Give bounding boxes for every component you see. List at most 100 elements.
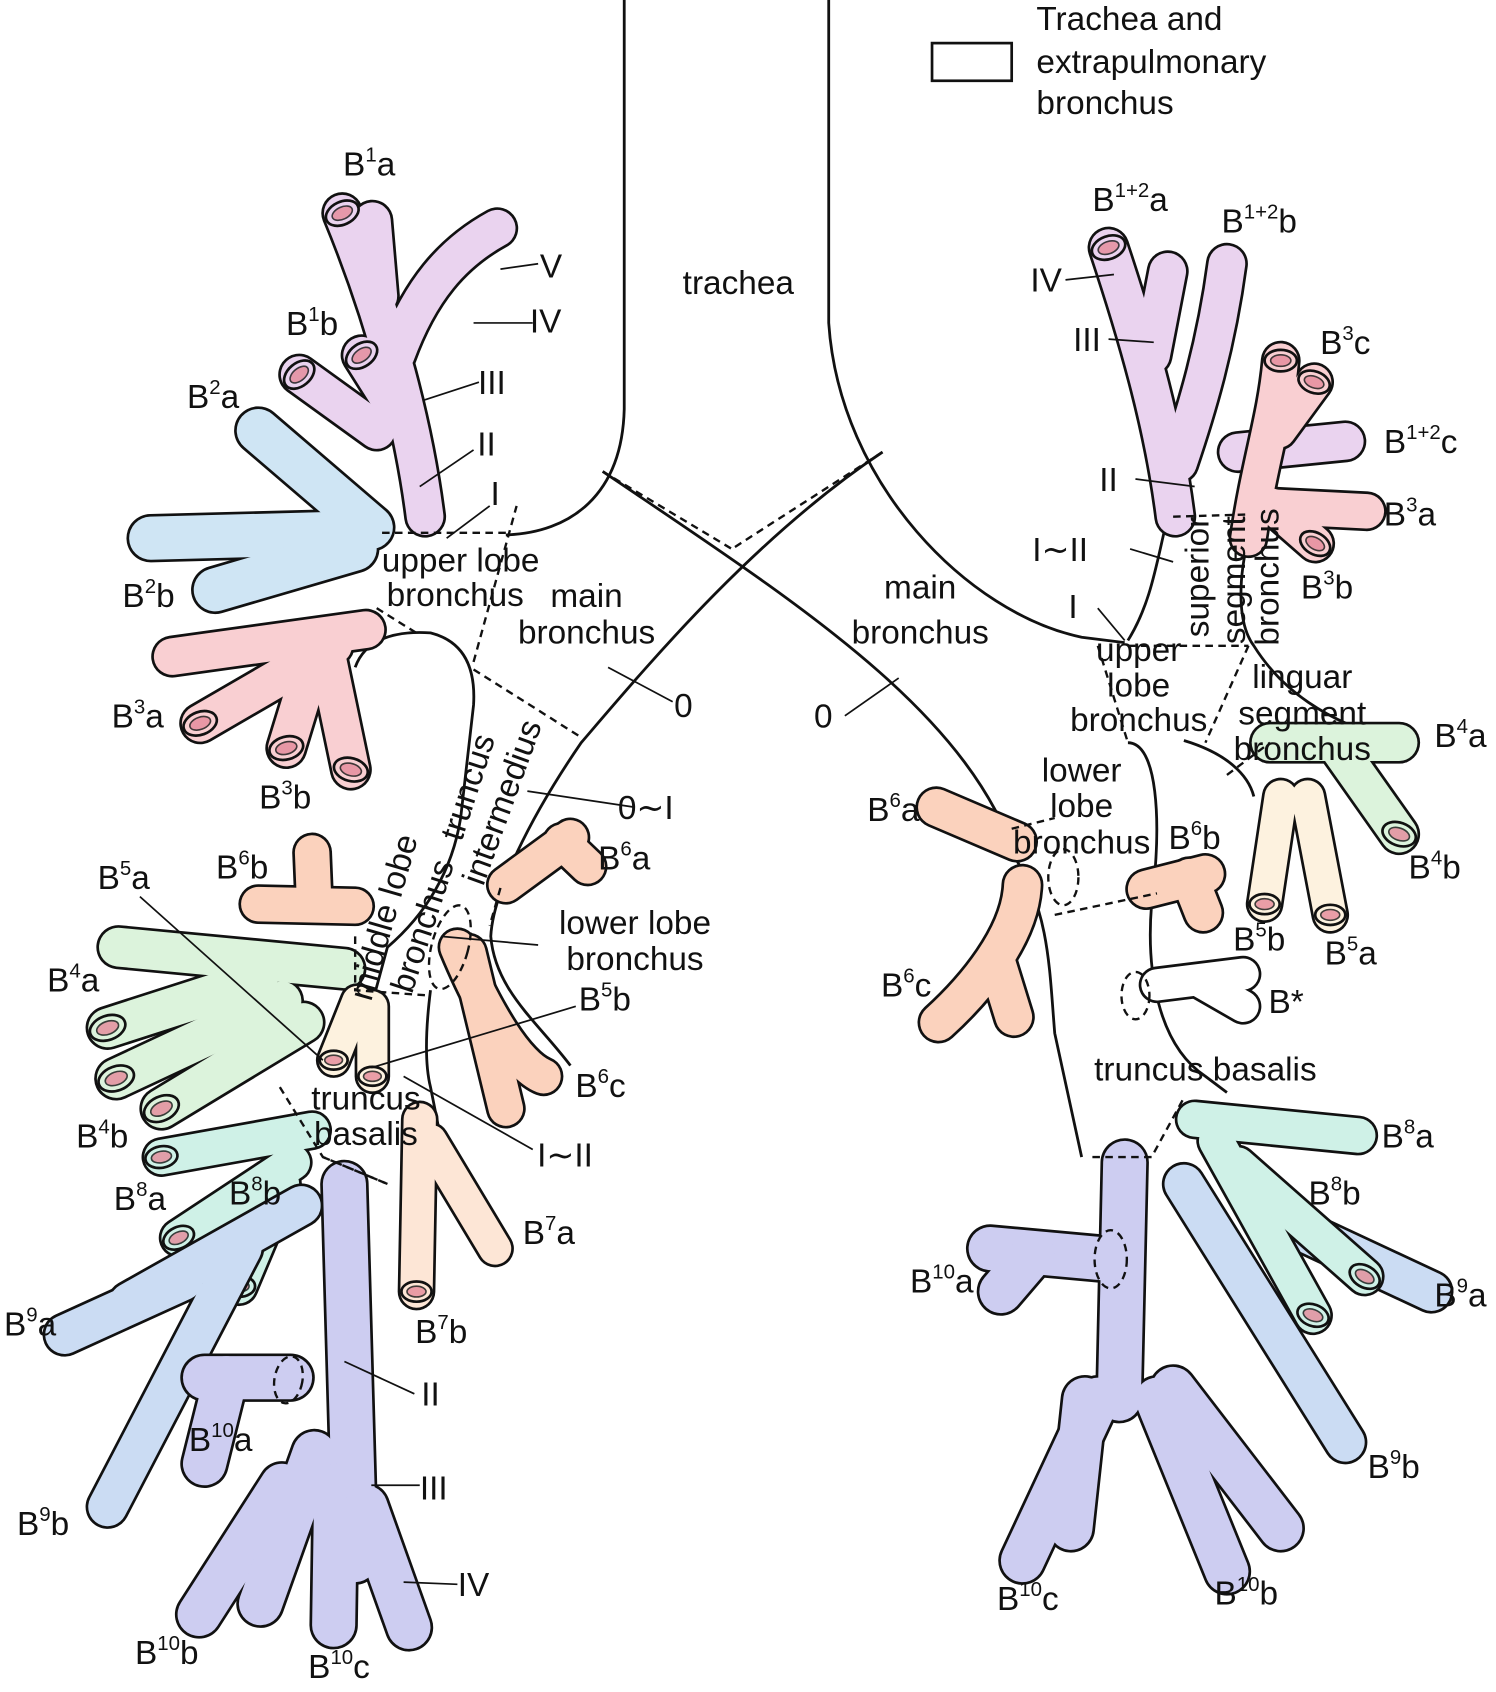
label-base: B [229, 1175, 251, 1212]
label-base: segment [1238, 695, 1367, 732]
label-superscript: 3 [1342, 322, 1353, 345]
label-base: B [1368, 1449, 1390, 1486]
label-base: lower lobe [559, 905, 711, 942]
label-base: 0 [674, 688, 693, 725]
label-b6a: B6a [867, 789, 920, 829]
bronchus-lumen-ring [268, 734, 305, 762]
label-suffix: b [51, 1506, 70, 1543]
leader-line [422, 381, 480, 402]
label-base: B [910, 1264, 932, 1301]
label-suffix: b [1401, 1449, 1420, 1486]
label-superscript: 6 [620, 838, 631, 861]
legend-text-2: extrapulmonary [1036, 44, 1266, 81]
branch-fill [344, 1485, 431, 1649]
label-iv-upper: IV [530, 304, 562, 341]
label-suffix: b [612, 982, 631, 1019]
bronchus-lumen-ring [97, 1064, 136, 1093]
ring-inner [1305, 535, 1326, 552]
label-base: B [415, 1314, 437, 1351]
label-base: B [308, 1649, 330, 1686]
leader-line [1097, 607, 1126, 641]
label-base: upper [1096, 632, 1181, 669]
bronchus-lumen-ring [1348, 1262, 1382, 1291]
label-b4a: B4a [47, 959, 100, 999]
branch-group-b4 [1248, 721, 1421, 856]
label-superior-3: bronchus [1250, 508, 1287, 645]
dashed-boundary [322, 1155, 388, 1186]
label-base: B* [1269, 984, 1304, 1021]
dashed-boundary [1226, 741, 1271, 776]
branch-group-b8 [1174, 1099, 1385, 1336]
airway-wall [1126, 516, 1170, 642]
bronchus-lumen-ring [332, 756, 370, 783]
ring-inner [406, 1285, 427, 1298]
bronchus-lumen-ring [1298, 529, 1332, 558]
label-superscript: 9 [1390, 1446, 1401, 1469]
label-base: B [122, 578, 144, 615]
label-ii: II [1099, 462, 1118, 499]
label-base: 0∼I [618, 790, 674, 827]
label-superscript: 8 [1331, 1172, 1342, 1195]
dashed-orifice [1093, 1229, 1129, 1290]
label-base: basalis [314, 1116, 418, 1153]
label-base: B [1092, 182, 1114, 219]
label-truncus-basalis-1: truncus [311, 1081, 420, 1118]
label-b4a: B4a [1434, 715, 1487, 755]
label-b5a: B5a [1325, 932, 1378, 972]
label-base: B [1434, 1278, 1456, 1315]
label-base: II [421, 1377, 440, 1414]
branch-group-b3 [1228, 340, 1387, 564]
label-base: B [575, 1068, 597, 1105]
label-suffix: a [145, 699, 164, 736]
label-superscript: 1 [365, 143, 376, 166]
branch-fill [88, 960, 278, 1048]
label-superscript: 5 [120, 857, 131, 880]
label-superscript: 9 [1457, 1275, 1468, 1298]
label-superscript: 8 [136, 1178, 147, 1201]
label-b8a: B8a [114, 1178, 167, 1218]
label-superscript: 10 [932, 1261, 955, 1284]
label-suffix: b [1335, 569, 1354, 606]
label-truncus-basalis: truncus basalis [1094, 1052, 1317, 1089]
label-base: bronchus [1070, 702, 1207, 739]
label-iv: IV [1030, 263, 1062, 300]
ring-inner [339, 762, 363, 777]
label-superscript: 3 [281, 776, 292, 799]
dashed-orifice [272, 1355, 305, 1405]
branch-fill [1177, 1102, 1376, 1153]
branch-fill [99, 927, 364, 989]
label-lower-lobe-1: lower lobe [559, 905, 711, 942]
label-superscript: 9 [26, 1304, 37, 1327]
label-b12b: B1+2b [1221, 201, 1297, 241]
label-base: I [490, 476, 499, 513]
label-b10b: B10b [135, 1632, 199, 1672]
dashed-boundary [1092, 1097, 1185, 1159]
label-base: III [1073, 322, 1101, 359]
label-base: B [1384, 424, 1406, 461]
label-superscript: 2 [145, 575, 156, 598]
label-b9a: B9a [1434, 1275, 1487, 1315]
label-base: B [259, 779, 281, 816]
label-suffix: a [377, 146, 396, 183]
label-base: B [76, 1118, 98, 1155]
label-b7a: B7a [523, 1212, 576, 1252]
label-zero: 0 [674, 688, 693, 725]
branch-fill [312, 1463, 358, 1647]
label-i-ii: I∼II [537, 1138, 593, 1175]
bronchus-lumen-ring [318, 1049, 349, 1071]
label-suffix: a [234, 1422, 253, 1459]
leader-line [446, 505, 491, 539]
branch-fill [177, 1463, 304, 1636]
ring-inner [1354, 1268, 1375, 1285]
label-b8a: B8a [1382, 1115, 1435, 1155]
branch-group-b3 [151, 608, 387, 791]
label-base: bronchus [1013, 825, 1150, 862]
airway-wall [505, 0, 626, 537]
label-base: bronchus [1250, 508, 1287, 645]
branch-fill [1316, 724, 1418, 853]
bronchus-lumen-ring [1296, 1302, 1330, 1329]
label-base: B [47, 962, 69, 999]
label-lower-lobe-2: bronchus [566, 941, 703, 978]
label-superscript: 4 [98, 1115, 109, 1138]
